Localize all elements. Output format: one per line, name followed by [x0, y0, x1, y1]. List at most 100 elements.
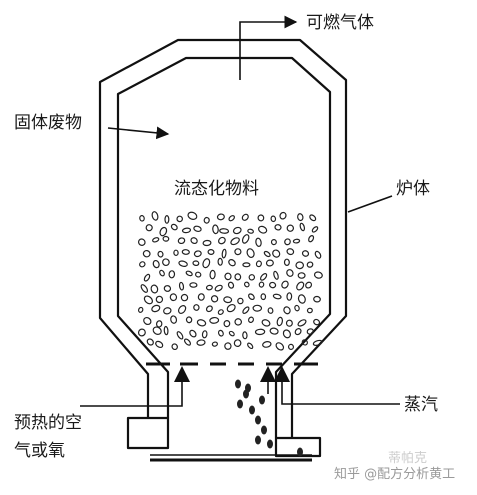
furnace-inner-wall	[116, 56, 332, 438]
particle	[221, 248, 227, 259]
particle	[313, 271, 323, 279]
particle	[234, 273, 242, 281]
steam-inlet-leader	[281, 382, 400, 405]
particle	[216, 213, 225, 221]
particle	[150, 284, 159, 294]
label-solid-waste: 固体废物	[14, 113, 82, 133]
particle	[297, 272, 306, 279]
particle	[196, 339, 206, 346]
particle	[152, 237, 160, 243]
label-steam: 蒸汽	[404, 395, 438, 415]
particle	[242, 262, 251, 268]
particle	[254, 328, 266, 336]
particle	[299, 222, 306, 232]
fluidized-particles	[137, 211, 323, 351]
particle	[272, 249, 281, 258]
label-fluidized-material: 流态化物料	[174, 179, 259, 199]
particle	[263, 250, 271, 258]
steam-arrowhead	[274, 366, 290, 382]
particle	[205, 284, 213, 291]
particle	[292, 238, 301, 244]
particle	[237, 297, 244, 305]
particle	[142, 249, 151, 258]
particle	[178, 260, 188, 267]
particle	[137, 328, 146, 337]
particle	[311, 226, 319, 233]
particle	[276, 316, 283, 327]
particle	[308, 235, 315, 243]
watermark: 知乎 @配方分析黄工	[334, 466, 455, 482]
particle	[242, 306, 250, 314]
particle	[217, 257, 223, 266]
particle	[140, 284, 149, 293]
particle	[187, 211, 198, 220]
particle	[155, 320, 163, 328]
particle	[163, 307, 172, 315]
particle	[219, 228, 230, 234]
gas-outlet-arrow	[239, 15, 298, 80]
air-inlet-arrows	[80, 366, 276, 407]
particle	[248, 293, 255, 301]
particle	[286, 248, 295, 256]
particle	[265, 259, 274, 267]
ash-pellet	[297, 447, 303, 457]
particle	[228, 259, 236, 267]
particle	[176, 331, 184, 340]
watermark-faded: 蒂帕克	[388, 451, 427, 466]
particle	[230, 237, 240, 246]
particle	[176, 215, 183, 223]
particle	[209, 316, 220, 324]
particle	[282, 329, 291, 339]
right-base-box	[274, 436, 322, 458]
particle	[305, 281, 313, 289]
ash-pellet	[249, 405, 255, 415]
particle	[177, 305, 187, 314]
particle	[143, 316, 152, 326]
particle	[274, 224, 282, 231]
particle	[283, 306, 291, 315]
particle	[202, 239, 212, 247]
particle	[227, 281, 235, 289]
particle	[207, 248, 215, 256]
particle	[247, 228, 254, 234]
particle	[262, 341, 272, 348]
particle	[255, 237, 262, 247]
particle	[255, 260, 262, 268]
particle	[183, 338, 192, 346]
particle	[143, 273, 151, 282]
particle	[185, 316, 193, 324]
particle	[286, 292, 293, 301]
label-combustible-gas: 可燃气体	[306, 13, 374, 33]
particle	[279, 211, 287, 220]
particle	[306, 307, 313, 314]
particle	[177, 237, 186, 245]
particle	[180, 293, 189, 302]
particle	[139, 215, 145, 222]
particle	[234, 318, 242, 326]
particle	[218, 236, 226, 245]
label-preheated-air-1: 预热的空	[14, 413, 82, 433]
particle	[275, 342, 285, 351]
particle	[163, 285, 172, 292]
particle	[241, 234, 250, 244]
particle	[234, 248, 242, 256]
particle	[247, 342, 254, 350]
left-base-box	[126, 416, 170, 450]
particle	[223, 320, 231, 328]
particle	[217, 309, 224, 315]
particle	[260, 293, 267, 301]
particle	[224, 342, 232, 350]
particle	[270, 239, 277, 246]
particle	[259, 273, 268, 281]
particle	[178, 281, 185, 291]
ash-pellet	[255, 435, 261, 445]
particle	[297, 294, 306, 304]
particle	[232, 226, 242, 235]
particle	[297, 319, 307, 327]
particle	[170, 315, 178, 324]
particle	[294, 304, 300, 312]
particle	[162, 235, 170, 242]
particle	[248, 316, 254, 324]
particle	[189, 282, 198, 288]
particle	[257, 214, 265, 222]
